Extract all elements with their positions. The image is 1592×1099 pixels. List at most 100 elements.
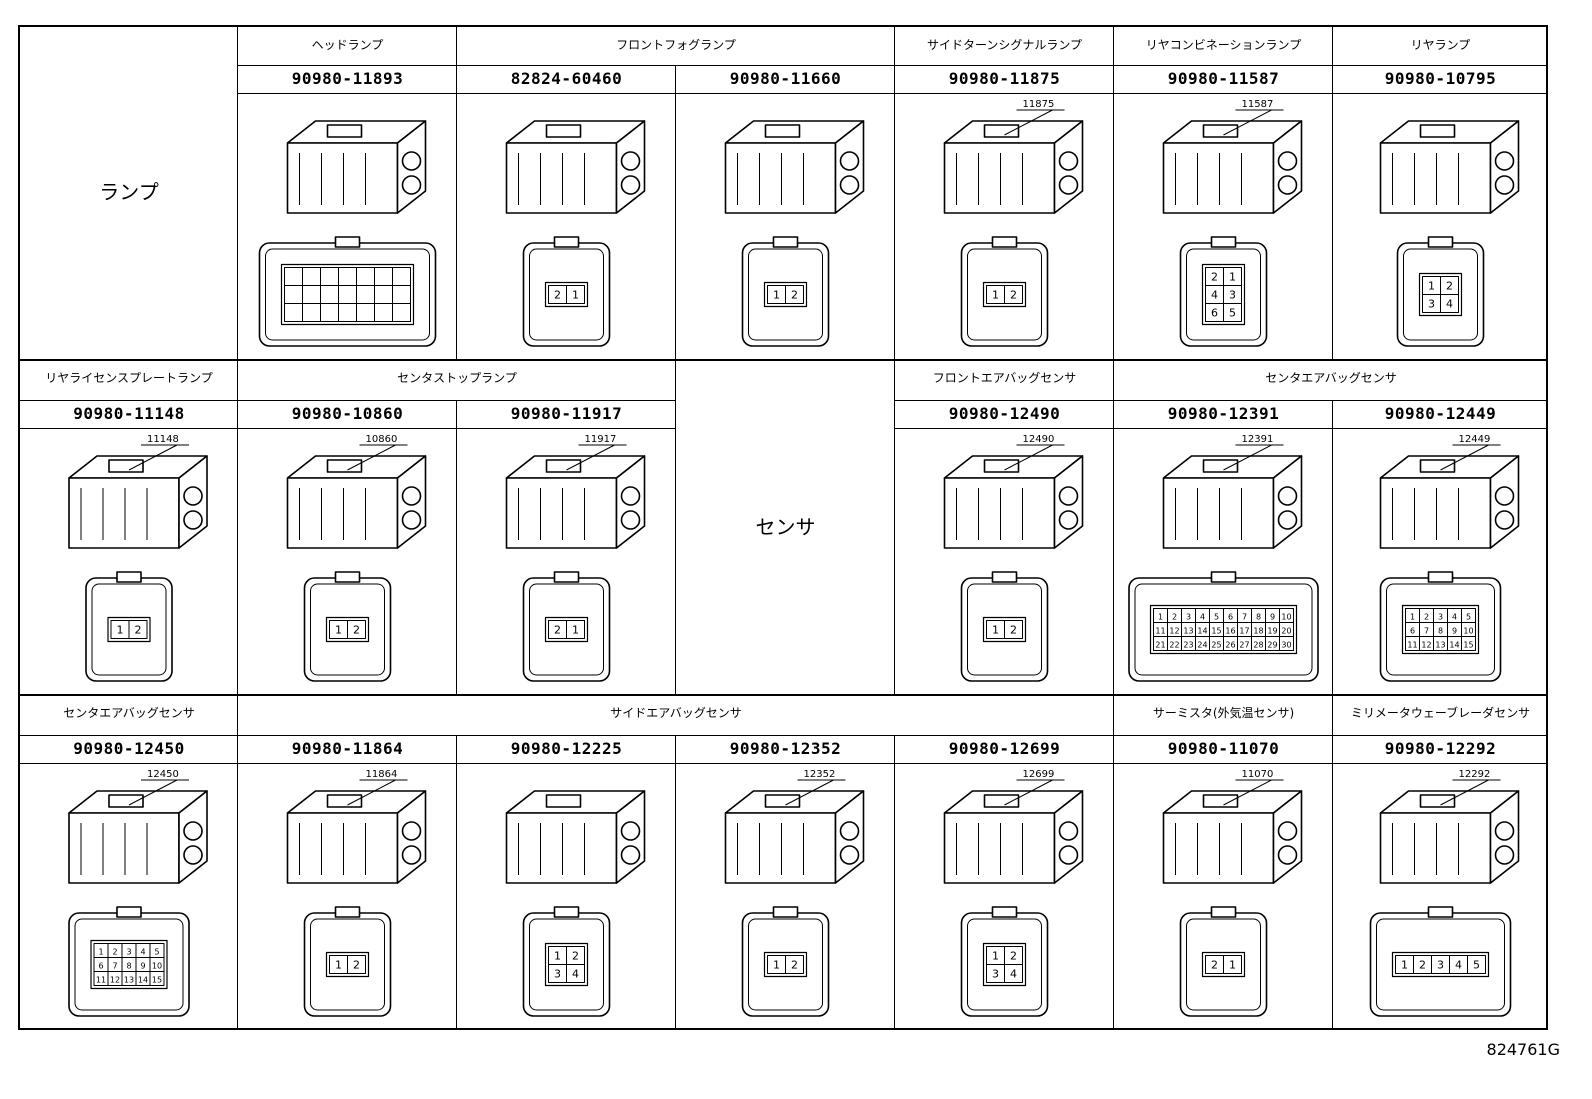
part-number-underline xyxy=(1333,428,1548,429)
pin-number: 2 xyxy=(135,624,142,637)
cavity xyxy=(183,845,203,865)
pin-number: 13 xyxy=(1435,641,1445,650)
latch xyxy=(983,124,1020,138)
callout-label: 11587 xyxy=(1242,99,1274,110)
body-front xyxy=(286,812,399,884)
pin-number: 1 xyxy=(335,959,342,972)
body-front xyxy=(943,477,1056,549)
column-divider xyxy=(1332,65,1333,360)
part-number: 90980-12352 xyxy=(729,739,842,758)
group-label: ヘッドランプ xyxy=(311,38,384,52)
callout-leader xyxy=(785,779,834,806)
pin-number: 5 xyxy=(1466,613,1471,622)
cavity xyxy=(620,510,641,530)
part-number-underline xyxy=(238,428,457,429)
pin-number: 16 xyxy=(1225,627,1235,636)
pin-number: 2 xyxy=(1419,959,1426,972)
pin-cavity xyxy=(785,955,804,974)
pin-number: 1 xyxy=(773,289,780,302)
pin-number: 9 xyxy=(140,962,145,971)
latch xyxy=(545,124,582,138)
latch xyxy=(983,459,1020,473)
pin-number: 2 xyxy=(1010,289,1017,302)
pin-number: 19 xyxy=(1267,627,1277,636)
pin-number: 25 xyxy=(1211,641,1221,650)
lock-tab xyxy=(772,236,799,248)
part-number: 90980-10795 xyxy=(1384,69,1497,88)
pin-number: 27 xyxy=(1239,641,1249,650)
header-underline xyxy=(895,400,1114,401)
column-divider xyxy=(894,65,895,360)
pin-number: 8 xyxy=(126,962,131,971)
pin-number: 2 xyxy=(1446,280,1453,293)
cavity xyxy=(401,821,422,841)
cavity xyxy=(1058,175,1079,195)
column-divider xyxy=(675,735,676,1030)
latch xyxy=(545,459,582,473)
body-front xyxy=(1162,142,1275,214)
lock-tab xyxy=(334,236,361,248)
lock-tab xyxy=(1427,236,1454,248)
pin-cavity xyxy=(1223,303,1242,322)
pin-number: 3 xyxy=(1229,289,1236,302)
pin-number: 12 xyxy=(1421,641,1431,650)
callout-label: 11148 xyxy=(147,434,179,445)
callout-leader xyxy=(1004,109,1053,136)
lock-tab xyxy=(991,906,1018,918)
callout-label: 11917 xyxy=(585,434,617,445)
latch xyxy=(764,794,801,808)
pin-number: 1 xyxy=(554,950,561,963)
part-number-underline xyxy=(238,93,457,94)
header-underline xyxy=(1114,735,1333,736)
body-front xyxy=(724,812,837,884)
part-number: 90980-12225 xyxy=(510,739,623,758)
cavity xyxy=(183,821,203,841)
lock-tab xyxy=(1210,236,1237,248)
column-divider xyxy=(675,65,676,360)
pin-number: 11 xyxy=(1155,627,1165,636)
part-number: 90980-11893 xyxy=(291,69,404,88)
group-label: センタエアバッグセンサ xyxy=(1265,371,1397,385)
latch xyxy=(1419,459,1456,473)
part-number: 82824-60460 xyxy=(510,69,623,88)
cavity xyxy=(1058,845,1079,865)
pin-number: 3 xyxy=(992,968,999,981)
pin-cavity xyxy=(128,620,148,639)
pin-number: 23 xyxy=(1183,641,1193,650)
part-number-underline xyxy=(20,763,238,764)
cavity xyxy=(839,845,860,865)
header-underline xyxy=(1333,65,1548,66)
lock-tab xyxy=(991,236,1018,248)
pin-number: 4 xyxy=(572,968,579,981)
part-number: 90980-12449 xyxy=(1384,404,1497,423)
callout-label: 12391 xyxy=(1242,434,1274,445)
part-number: 90980-12490 xyxy=(948,404,1061,423)
pin-cavity xyxy=(347,955,366,974)
pin-number: 26 xyxy=(1225,641,1235,650)
pin-cavity xyxy=(149,971,165,986)
pin-number: 2 xyxy=(1010,950,1017,963)
cavity xyxy=(401,845,422,865)
callout-label: 12292 xyxy=(1459,769,1491,780)
header-underline xyxy=(20,400,238,401)
body-front xyxy=(505,477,618,549)
callout-leader xyxy=(128,444,178,471)
body-front xyxy=(943,142,1056,214)
pin-number: 2 xyxy=(554,624,561,637)
pin-number: 30 xyxy=(1281,641,1291,650)
pin-cavity xyxy=(1004,620,1023,639)
